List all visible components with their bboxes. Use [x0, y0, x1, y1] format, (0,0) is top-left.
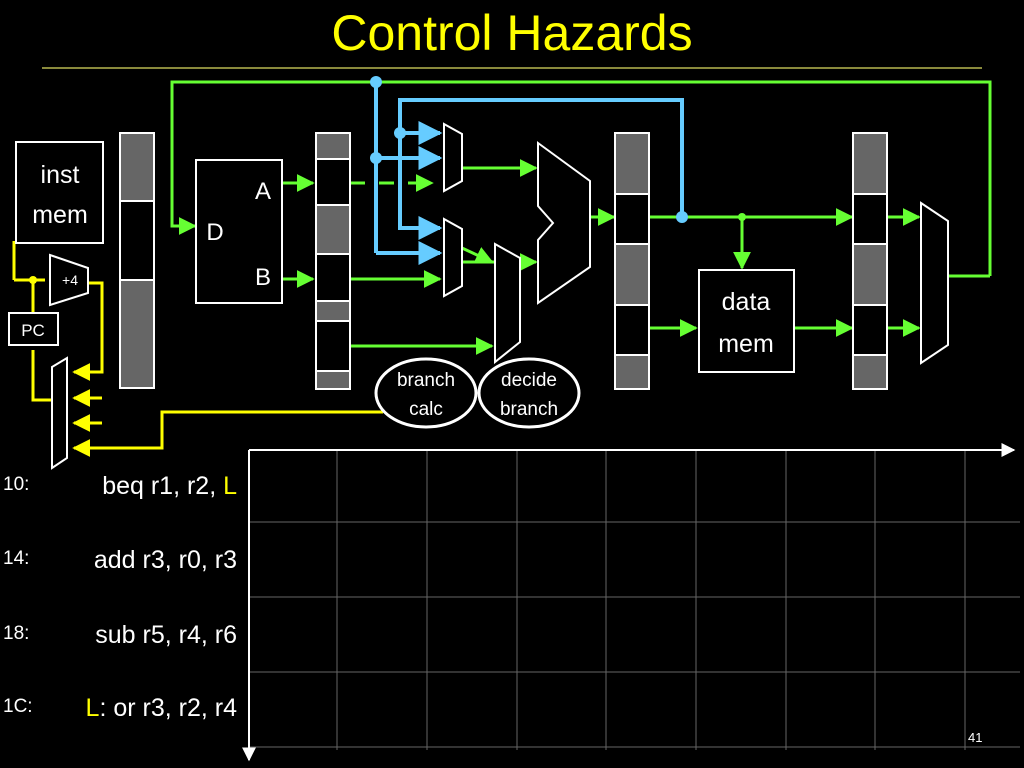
instruction-address: 14:: [3, 548, 30, 569]
alu: [537, 141, 591, 305]
instruction-address: 1C:: [3, 696, 33, 717]
instruction-text: L: or r3, r2, r4: [86, 694, 237, 723]
pc-wires: [12, 241, 383, 457]
instruction-row: 10: beq r1, r2, L: [0, 472, 245, 514]
forward-mux-a: [443, 122, 463, 193]
pc-box: [8, 312, 59, 346]
decide-branch-bubble: [477, 357, 581, 429]
junction-dot: [676, 211, 688, 223]
instruction-text: sub r5, r4, r6: [95, 621, 237, 649]
mem-wb-latch: [852, 132, 888, 390]
branch-compare-unit: [494, 242, 521, 365]
regfile-d-label: D: [206, 219, 223, 246]
instruction-address: 18:: [3, 623, 30, 644]
wb-mux: [920, 201, 949, 365]
ex-mem-latch: [614, 132, 650, 390]
instruction-text: add r3, r0, r3: [93, 546, 237, 574]
slide-number: 41: [968, 730, 983, 745]
decide-branch-label-1: decide: [501, 370, 557, 391]
junction-dot: [370, 76, 382, 88]
data-mem-label-1: data: [722, 288, 771, 316]
junction-dot: [394, 127, 406, 139]
instruction-row: 18: sub r5, r4, r6: [0, 621, 245, 663]
branch-label: L: [85, 694, 100, 722]
inst-mem-label-2: mem: [32, 201, 88, 229]
branch-calc-bubble: [374, 357, 478, 429]
decide-branch-label-2: branch: [500, 399, 558, 420]
instruction-row: 14: add r3, r0, r3: [0, 546, 245, 588]
register-file: [195, 159, 283, 304]
instruction-text: beq r1, r2, L: [102, 472, 237, 501]
instruction-address: 10:: [3, 474, 30, 495]
branch-calc-label-2: calc: [409, 399, 443, 420]
junction-dot: [738, 213, 746, 221]
instruction-row: 1C: L: or r3, r2, r4: [0, 694, 245, 736]
instruction-body: : or r3, r2, r4: [99, 694, 237, 722]
plus4-label: +4: [62, 272, 78, 288]
junction-dot: [29, 276, 37, 284]
branch-calc-label-1: branch: [397, 370, 455, 391]
regfile-b-label: B: [255, 264, 271, 291]
inst-mem-label-1: inst: [41, 161, 80, 189]
timing-grid: [249, 450, 1020, 750]
title-underline: [42, 67, 982, 69]
slide-title: Control Hazards: [331, 5, 693, 61]
timing-axes: [242, 443, 1016, 762]
data-mem-box: [698, 269, 795, 373]
instruction-body: beq r1, r2,: [102, 472, 224, 500]
plus4-adder: [49, 253, 89, 307]
pc-label: PC: [21, 321, 45, 340]
if-id-latch: [119, 132, 155, 389]
inst-mem-box: [15, 141, 104, 244]
junction-dot: [370, 152, 382, 164]
id-ex-latch: [315, 132, 351, 390]
branch-label: L: [223, 472, 237, 500]
forward-mux-b: [443, 217, 463, 298]
pc-mux: [51, 356, 68, 470]
data-mem-label-2: mem: [718, 330, 774, 358]
forwarding-wires: [374, 82, 684, 265]
regfile-a-label: A: [255, 178, 271, 205]
